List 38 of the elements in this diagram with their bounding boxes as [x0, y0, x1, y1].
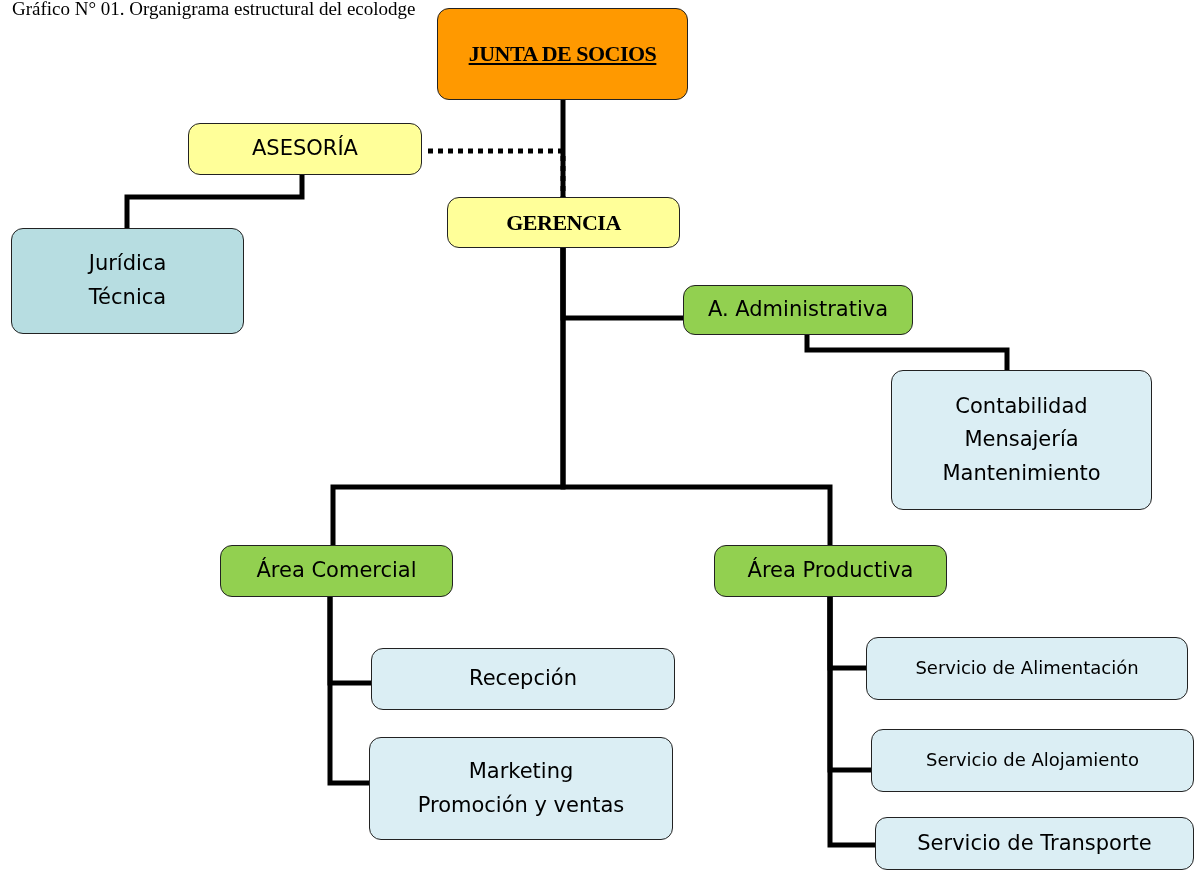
org-box [875, 817, 1194, 870]
box-label: Área Productiva [747, 556, 914, 585]
connector-line [804, 335, 1010, 370]
box-label: Recepción [469, 665, 577, 693]
org-box [437, 8, 688, 100]
box-label: Servicio de Alimentación [915, 656, 1139, 681]
box-label: Área Comercial [256, 556, 417, 585]
org-box [866, 637, 1188, 700]
connector-line [827, 597, 875, 848]
connector-line [327, 597, 369, 786]
org-box [369, 737, 673, 840]
box-label: Servicio de Transporte [917, 829, 1152, 857]
box-label: Servicio de Alojamiento [926, 748, 1139, 773]
box-label: ASESORÍA [252, 134, 358, 163]
box-label: Jurídica [88, 250, 167, 278]
box-label: A. Administrativa [707, 296, 889, 324]
org-box [871, 729, 1194, 792]
org-box [11, 228, 244, 334]
org-box [447, 197, 680, 248]
title: Gráfico N° 01. Organigrama estructural del ecolodge [12, 0, 416, 20]
box-label: Mantenimiento [942, 459, 1101, 487]
connector-line [560, 248, 833, 545]
box-label: Técnica [88, 284, 167, 311]
connector-line [560, 100, 566, 197]
org-box [891, 370, 1152, 510]
org-box [188, 123, 422, 175]
box-label: JUNTA DE SOCIOS [468, 40, 657, 69]
box-label: GERENCIA [506, 208, 621, 237]
org-box [371, 648, 675, 710]
box-label: Marketing [468, 757, 574, 785]
dotted-connector [428, 148, 566, 197]
connector-line [124, 175, 305, 228]
org-box [220, 545, 453, 597]
box-label: Promoción y ventas [417, 791, 625, 819]
box-label: Contabilidad [955, 392, 1088, 420]
org-box [714, 545, 947, 597]
org-box [683, 285, 913, 335]
box-label: Mensajería [964, 426, 1079, 454]
